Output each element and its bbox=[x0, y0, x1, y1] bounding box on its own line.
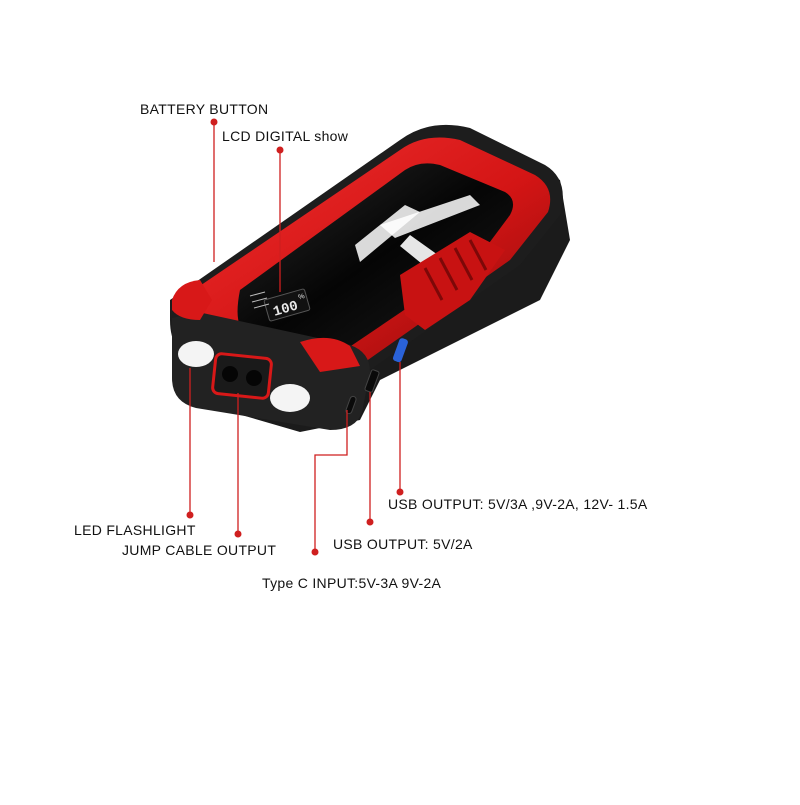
dot-lcd-show bbox=[276, 146, 284, 154]
dot-jump-cable bbox=[234, 530, 242, 538]
label-usb-output-a: USB OUTPUT: 5V/2A bbox=[333, 536, 473, 552]
leader-dots bbox=[186, 118, 404, 556]
label-lcd-show: LCD DIGITAL show bbox=[222, 128, 349, 144]
dot-usb-a bbox=[366, 518, 374, 526]
screen-reflection bbox=[380, 195, 480, 238]
lcd-readout: 100 bbox=[271, 298, 300, 320]
label-jump-cable-output: JUMP CABLE OUTPUT bbox=[122, 542, 277, 558]
usb-port-blue bbox=[392, 338, 408, 363]
jump-port-hole bbox=[222, 366, 238, 382]
left-bumper bbox=[172, 280, 212, 320]
dot-battery-button bbox=[210, 118, 218, 126]
led-flashlight-right bbox=[270, 384, 310, 412]
dot-led-flashlight bbox=[186, 511, 194, 519]
usb-port bbox=[364, 369, 380, 393]
lcd-indicator-lines bbox=[249, 291, 270, 309]
label-led-flashlight: LED FLASHLIGHT bbox=[74, 522, 196, 538]
type-c-port bbox=[345, 395, 357, 415]
leader-type-c bbox=[314, 410, 348, 552]
dot-type-c bbox=[311, 548, 319, 556]
leader-lines bbox=[189, 122, 401, 552]
dot-usb-b bbox=[396, 488, 404, 496]
lcd-display bbox=[263, 288, 311, 322]
lcd-unit: % bbox=[298, 293, 306, 301]
grip-ribs bbox=[423, 239, 488, 301]
jump-port-hole bbox=[246, 370, 262, 386]
right-bumper bbox=[300, 337, 360, 372]
led-flashlight-left bbox=[178, 341, 214, 367]
jump-cable-port bbox=[211, 352, 273, 400]
label-type-c-input: Type C INPUT:5V-3A 9V-2A bbox=[262, 575, 442, 591]
label-usb-output-b: USB OUTPUT: 5V/3A ,9V-2A, 12V- 1.5A bbox=[388, 496, 648, 512]
label-battery-button: BATTERY BUTTON bbox=[140, 101, 269, 117]
